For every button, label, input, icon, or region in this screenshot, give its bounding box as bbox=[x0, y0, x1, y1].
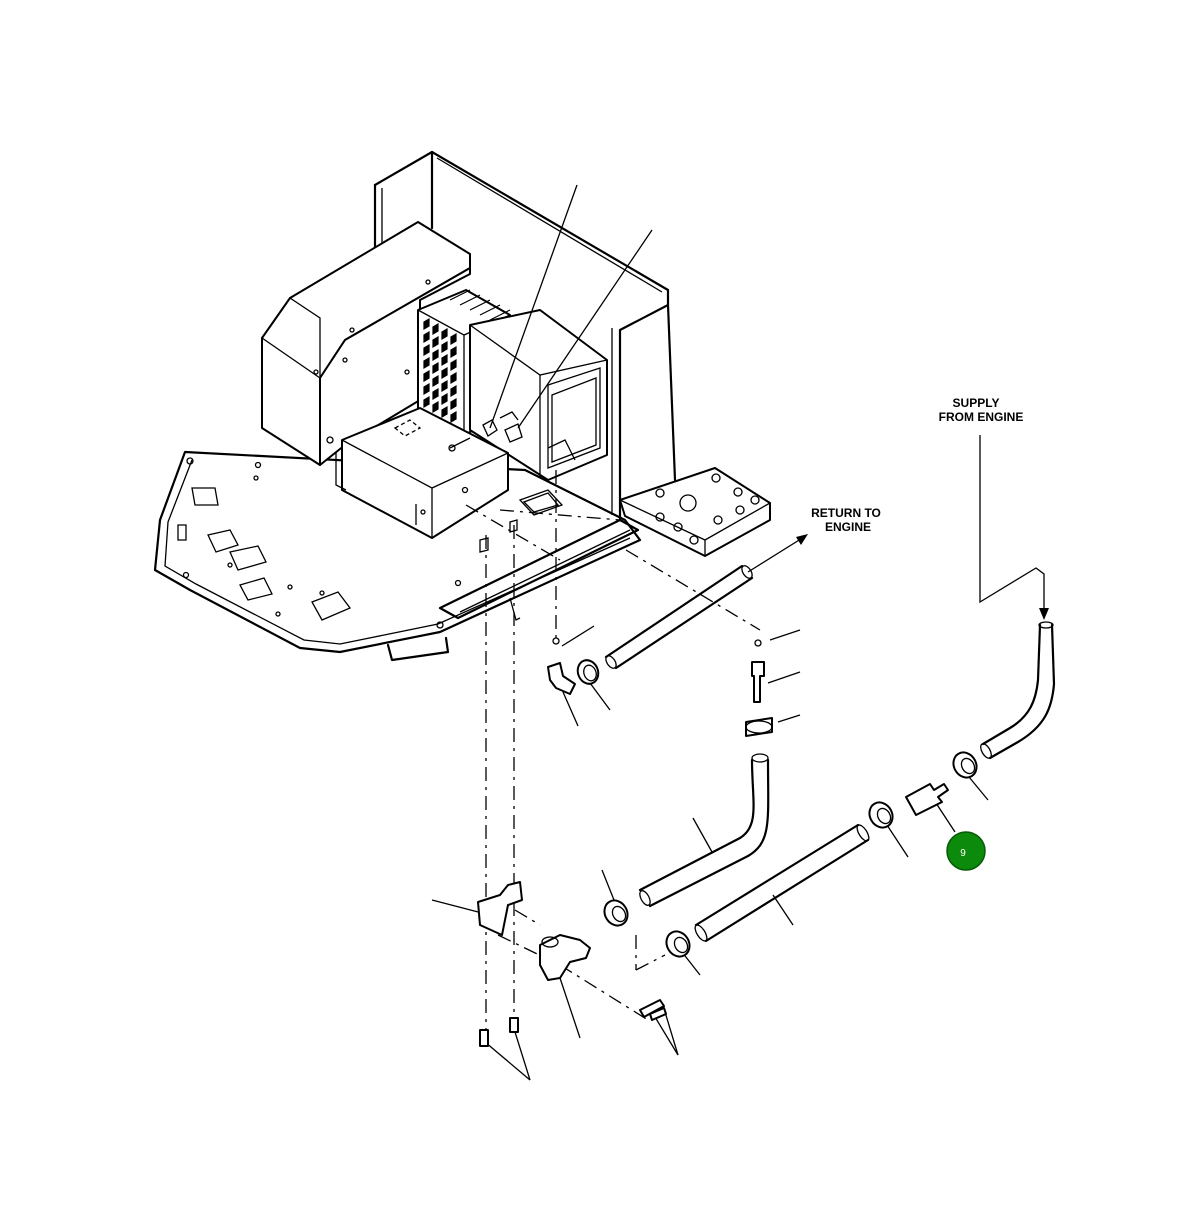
grille-slot bbox=[450, 410, 457, 424]
nipple-fitting-supply bbox=[905, 783, 949, 816]
screw-middle bbox=[509, 1017, 519, 1033]
mounting-bracket bbox=[477, 881, 523, 936]
grille-top-slot bbox=[449, 289, 471, 301]
callout-number: 9 bbox=[960, 848, 966, 859]
clamp-middle bbox=[868, 801, 894, 829]
grille-top-slot bbox=[479, 304, 501, 316]
grille-slot bbox=[432, 400, 439, 414]
arrow-return-icon bbox=[747, 534, 808, 573]
clamps bbox=[477, 637, 978, 1047]
small-fittings bbox=[448, 411, 564, 553]
grille-slot bbox=[441, 353, 448, 367]
grille-slot bbox=[432, 361, 439, 375]
grille-top-slot bbox=[469, 299, 491, 311]
grille-slot bbox=[432, 387, 439, 401]
grille-top-slot bbox=[459, 294, 481, 306]
duct-box bbox=[469, 309, 608, 481]
grille-slot bbox=[450, 371, 457, 385]
grille-slot bbox=[441, 392, 448, 406]
grille-slot bbox=[423, 369, 430, 383]
grille-slot bbox=[441, 379, 448, 393]
clamp-upper-left bbox=[576, 659, 600, 685]
leader-lines bbox=[431, 184, 989, 1081]
grille-slot bbox=[450, 345, 457, 359]
callout-circle[interactable] bbox=[946, 831, 986, 871]
grille-slot bbox=[432, 322, 439, 336]
grille-slot bbox=[450, 397, 457, 411]
screw-lower-right-2 bbox=[649, 1007, 667, 1021]
grille-slot bbox=[432, 348, 439, 362]
grille-slot bbox=[423, 343, 430, 357]
grille-slot bbox=[432, 374, 439, 388]
clamp-upper-right bbox=[745, 717, 773, 737]
grille-slot bbox=[441, 340, 448, 354]
screw-left bbox=[479, 1029, 489, 1047]
label-return-to-engine: RETURN TO ENGINE bbox=[811, 506, 881, 534]
label-supply-from-engine: SUPPLY FROM ENGINE bbox=[939, 396, 1024, 424]
elbow-fitting-upper bbox=[547, 662, 576, 695]
grille-slot bbox=[450, 332, 457, 346]
assembly-lines bbox=[465, 470, 761, 1030]
grille-slot bbox=[423, 317, 430, 331]
grille-slot bbox=[450, 384, 457, 398]
callout-badge[interactable]: 9 bbox=[946, 831, 986, 871]
arrow-supply-icon bbox=[979, 435, 1049, 620]
hoses bbox=[604, 564, 1056, 943]
grille-slot bbox=[441, 405, 448, 419]
base-plate bbox=[153, 450, 642, 662]
return-label-line1: RETURN TO bbox=[811, 506, 881, 520]
grille-slot bbox=[423, 330, 430, 344]
tee-fitting bbox=[539, 934, 591, 981]
clamp-supply bbox=[952, 751, 978, 779]
mounting-pad bbox=[619, 467, 771, 557]
grille-slot bbox=[441, 366, 448, 380]
grille-slot bbox=[441, 327, 448, 341]
grille-slot bbox=[432, 335, 439, 349]
return-label-line2: ENGINE bbox=[825, 520, 871, 534]
grille-top-slot bbox=[489, 309, 511, 321]
heater-housing bbox=[261, 221, 471, 466]
clamp-lower-left bbox=[603, 899, 629, 927]
supply-label-line2: FROM ENGINE bbox=[939, 410, 1024, 424]
grille-slot bbox=[423, 395, 430, 409]
grille-slot bbox=[450, 358, 457, 372]
grille-slot bbox=[423, 382, 430, 396]
grille-slot bbox=[423, 356, 430, 370]
screw-lower-right bbox=[639, 999, 665, 1018]
nipple-fitting-upper bbox=[751, 661, 765, 703]
clamp-lower bbox=[665, 930, 691, 958]
supply-label-line1: SUPPLY bbox=[953, 396, 1000, 410]
